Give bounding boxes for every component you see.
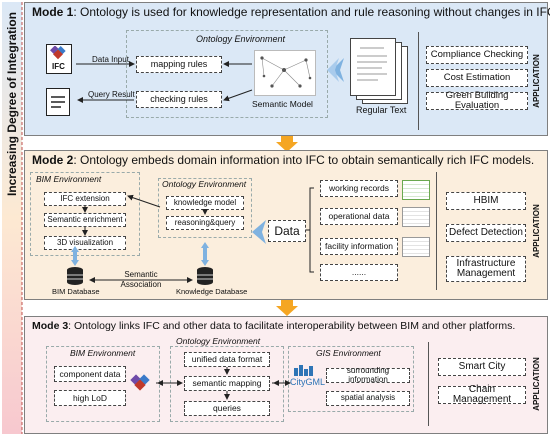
integration-gradient-bar (2, 2, 22, 434)
queries-box: queries (184, 401, 270, 416)
mode1-env-label: Ontology Environment (196, 34, 286, 44)
graph-network-icon (260, 56, 312, 88)
chain-management-box: Chain Management (438, 384, 526, 405)
spreadsheet-thumbnail-1 (402, 180, 430, 200)
working-records-box: working records (320, 180, 398, 197)
unified-data-format-box: unified data format (184, 352, 270, 367)
more-data-box: ...... (320, 264, 398, 281)
mode3-title-bold: Mode 3 (32, 320, 69, 332)
reasoning-query-box: reasoning&query (166, 216, 244, 230)
semantic-association-label: Semantic Association (118, 270, 164, 289)
mode2-application-separator (436, 172, 437, 290)
regular-text-label: Regular Text (356, 105, 407, 115)
mode3-application-separator (428, 342, 429, 426)
surrounding-information-box: surrounding information (326, 366, 410, 383)
smart-city-box: Smart City (438, 358, 526, 376)
defect-detection-box: Defect Detection (446, 224, 526, 242)
orange-arrow-2 (276, 300, 298, 316)
mode3-gis-environment (288, 346, 414, 412)
mode2-bim-env-label: BIM Environment (36, 174, 102, 184)
spreadsheet-thumbnail-2 (402, 207, 430, 227)
infrastructure-management-box: Infrastructure Management (446, 256, 526, 282)
mode3-ontology-environment (170, 346, 284, 422)
cost-estimation-box: Cost Estimation (426, 69, 528, 87)
mode3-application-label: APPLICATION (532, 357, 541, 411)
mode2-ontology-environment (158, 178, 252, 238)
bim-database-icon (67, 267, 83, 285)
mode2-title-text: : Ontology embeds domain information int… (73, 153, 535, 167)
compliance-checking-box: Compliance Checking (426, 46, 528, 64)
mode2-onto-env-label: Ontology Environment (162, 179, 247, 189)
bim-database-label: BIM Database (52, 287, 100, 296)
green-building-evaluation-box: Green Building Evaluation (426, 91, 528, 110)
data-input-label: Data Input (92, 55, 129, 64)
orange-arrow-1 (276, 136, 298, 152)
mode3-gis-env-label: GIS Environment (316, 348, 381, 358)
component-data-box: component data (54, 366, 126, 382)
ifc-extension-box: IFC extension (44, 192, 126, 206)
mode3-title: Mode 3: Ontology links IFC and other dat… (32, 320, 515, 332)
infrastructure-management-text: Infrastructure Management (456, 257, 516, 279)
mode1-application-label: APPLICATION (532, 54, 541, 108)
hbim-box: HBIM (446, 192, 526, 210)
data-label-box: Data (268, 220, 306, 242)
knowledge-database-icon (197, 267, 213, 285)
mode3-onto-env-label: Ontology Environment (176, 336, 261, 346)
mapping-rules-box: mapping rules (136, 56, 222, 73)
3d-visualization-box: 3D visualization (44, 236, 126, 250)
mode1-arrows (76, 58, 344, 103)
high-lod-box: high LoD (54, 390, 126, 406)
mode3-bim-env-label: BIM Environment (70, 348, 136, 358)
query-result-label: Query Result (88, 90, 135, 99)
mode1-title-text: : Ontology is used for knowledge represe… (73, 5, 550, 19)
ifc-logo-icon (50, 46, 66, 60)
ifc-label: IFC (52, 62, 65, 71)
spreadsheet-thumbnail-3 (402, 237, 430, 257)
mode2-application-label: APPLICATION (532, 204, 541, 258)
mode3-arrows (156, 367, 291, 400)
mode2-arrows (71, 187, 314, 283)
knowledge-database-label: Knowledge Database (176, 287, 248, 296)
mode2-title-bold: Mode 2 (32, 153, 74, 167)
semantic-model-label: Semantic Model (252, 99, 313, 109)
operational-data-box: operational data (320, 208, 398, 225)
regular-text-lines-icon (357, 47, 387, 81)
mode1-application-separator (418, 32, 419, 130)
mode2-bim-environment (30, 172, 140, 256)
mode1-ontology-environment (126, 30, 328, 118)
mode2-title: Mode 2: Ontology embeds domain informati… (32, 153, 535, 168)
facility-information-box: facility information (320, 238, 398, 255)
semantic-model-graph-icon (254, 50, 316, 96)
semantic-association-text: Semantic Association (120, 270, 162, 289)
citygml-label: CityGML (290, 377, 326, 387)
mode3-title-text: : Ontology links IFC and other data to f… (68, 320, 516, 332)
text-lines-icon (51, 96, 65, 108)
checking-rules-box: checking rules (136, 91, 222, 108)
citygml-logo-icon (294, 365, 313, 376)
spatial-analysis-box: spatial analysis (326, 391, 410, 406)
semantic-mapping-box: semantic mapping (184, 376, 270, 391)
integration-bar-edge (21, 2, 23, 434)
mode1-title-bold: Mode 1 (32, 5, 74, 19)
ifc-logo-icon-mode3 (130, 374, 150, 391)
mode1-title: Mode 1: Ontology is used for knowledge r… (32, 5, 550, 20)
semantic-enrichment-box: Semantic enrichment (44, 213, 126, 227)
